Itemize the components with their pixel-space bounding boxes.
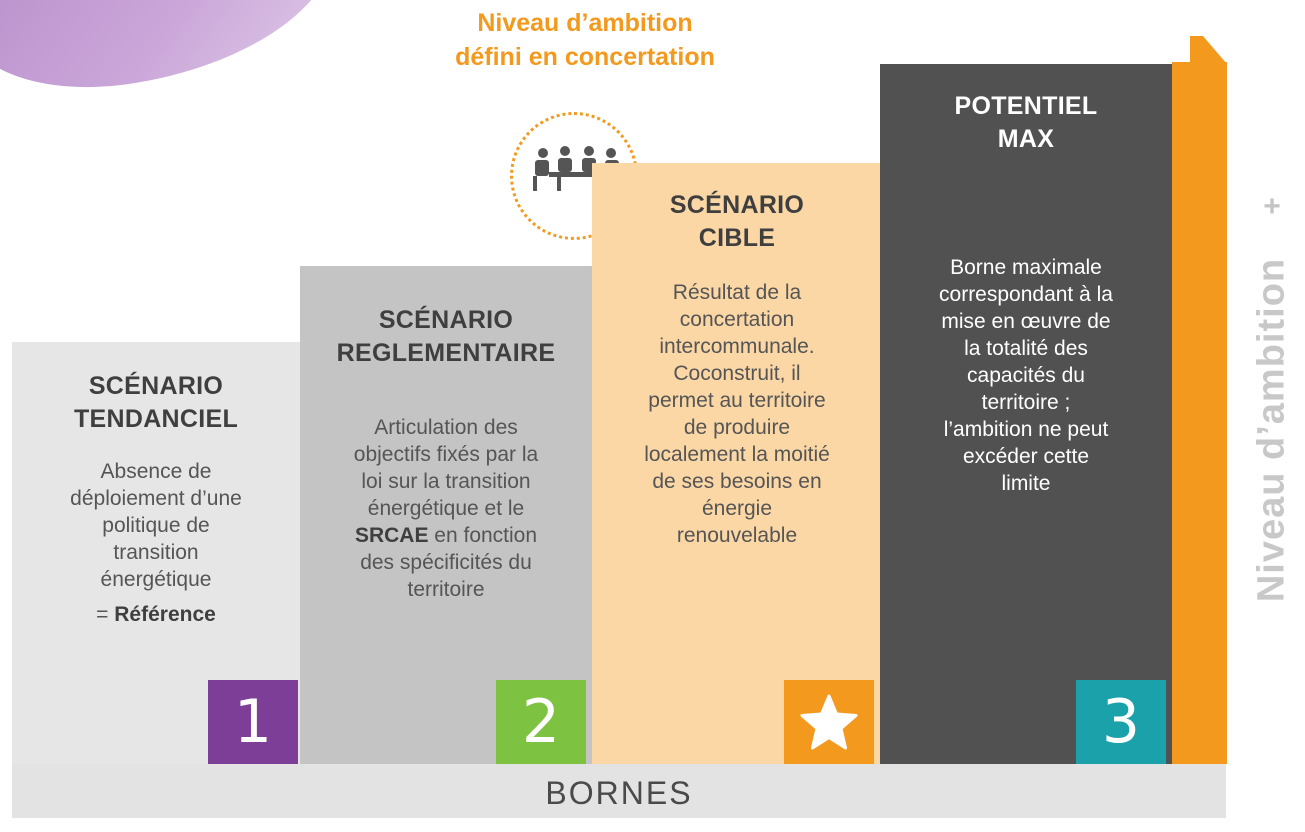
star-icon (784, 680, 874, 764)
scenario-cible: SCÉNARIO CIBLE Résultat de la concertati… (592, 163, 882, 764)
badge-number-1: 1 (208, 680, 298, 764)
potentiel-max: POTENTIEL MAX Borne maximale corresponda… (880, 64, 1172, 764)
scenario-description: Articulation des objectifs fixés par la … (353, 416, 539, 601)
ambition-arrow (1172, 62, 1227, 764)
axis-label: Niveau d’ambition (1250, 257, 1293, 603)
scenario-title: POTENTIEL MAX (954, 92, 1098, 153)
scenario-description: Résultat de la concertation intercommuna… (644, 281, 830, 547)
scenario-tendanciel: SCÉNARIO TENDANCIEL Absence de déploieme… (12, 342, 300, 764)
scenario-description: Absence de déploiement d’une politique d… (70, 460, 242, 591)
scenario-title: SCÉNARIO TENDANCIEL (73, 372, 239, 433)
ambition-arrow-head (1190, 36, 1227, 64)
bornes-footer: BORNES (12, 764, 1226, 818)
badge-number-3: 3 (1076, 680, 1166, 764)
scenario-description: Borne maximale correspondant à la mise e… (939, 256, 1113, 495)
badge-number-2: 2 (496, 680, 586, 764)
scenario-title: SCÉNARIO CIBLE (669, 191, 805, 252)
axis-plus: + (1263, 190, 1281, 223)
scenario-title: SCÉNARIO REGLEMENTAIRE (336, 306, 556, 367)
ambition-heading: Niveau d’ambition défini en concertation (455, 9, 715, 71)
reference-note: = Référence (96, 603, 216, 626)
decorative-purple-shape (0, 0, 353, 106)
